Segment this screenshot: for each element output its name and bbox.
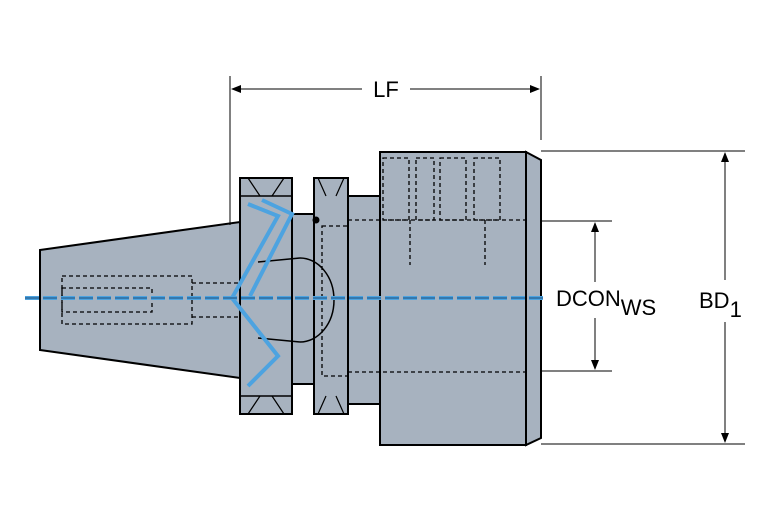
dcon-main-text: DCON: [556, 286, 621, 311]
dcon-subscript: WS: [621, 295, 656, 320]
dcon-dimension: [541, 220, 612, 372]
body-hidden-features: [321, 157, 526, 377]
lf-label: LF: [373, 77, 399, 102]
reference-dot: [312, 216, 320, 224]
dcon-label: DCONWS: [556, 286, 656, 320]
bd-main-text: BD: [699, 288, 730, 313]
lf-dimension: [229, 76, 542, 225]
bd-dimension: [541, 150, 745, 445]
bd-subscript: 1: [730, 297, 742, 322]
bd-label: BD1: [699, 288, 742, 322]
